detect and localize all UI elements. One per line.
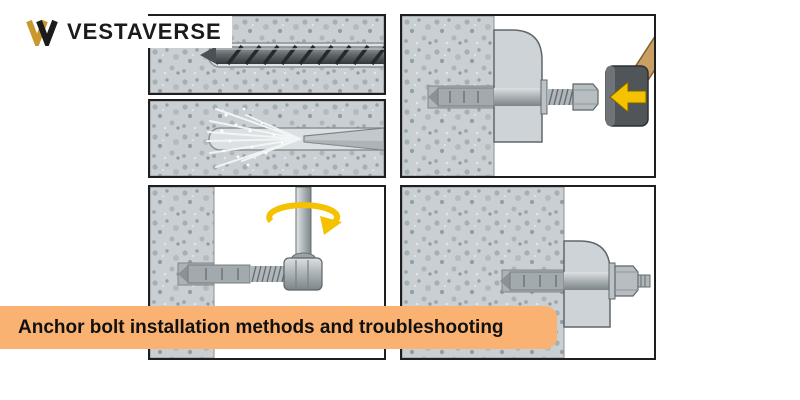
panel-installed-anchor xyxy=(400,185,656,360)
caption-text: Anchor bolt installation methods and tro… xyxy=(18,316,504,338)
double-v-logo-icon xyxy=(26,19,58,46)
caption-banner: Anchor bolt installation methods and tro… xyxy=(0,306,557,349)
brand-text: VESTAVERSE xyxy=(67,19,222,44)
panel-blowout-hole xyxy=(148,99,386,178)
air-blowout-icon xyxy=(150,101,384,176)
hammer-strike-icon xyxy=(402,16,654,176)
panel-hammer-anchor xyxy=(400,14,656,178)
brand-logo: VESTAVERSE xyxy=(26,16,232,48)
